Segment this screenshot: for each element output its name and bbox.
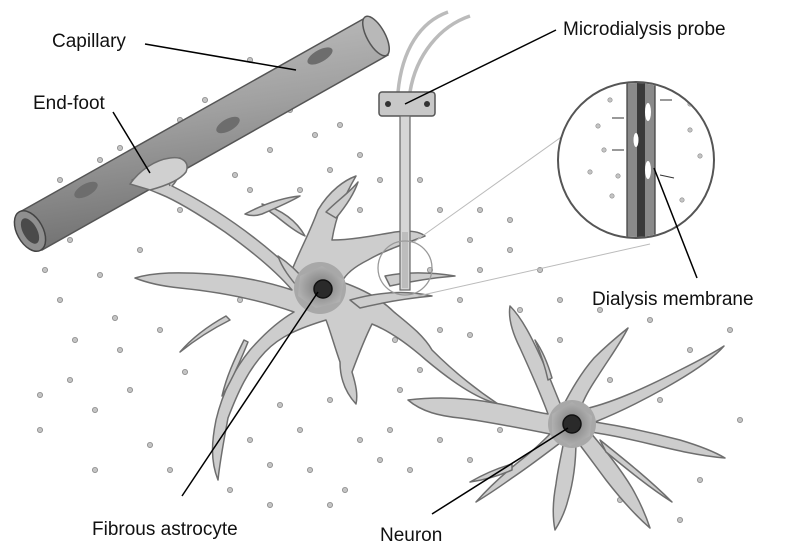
particle-dot <box>387 427 392 432</box>
particle-dot <box>497 427 502 432</box>
fibrous-astrocyte <box>132 158 498 480</box>
particle-dot <box>342 487 347 492</box>
particle-dot <box>67 377 72 382</box>
particle-dot <box>137 247 142 252</box>
particle-dot <box>202 97 207 102</box>
microdialysis-probe-label: Microdialysis probe <box>563 20 726 39</box>
particle-dot <box>297 427 302 432</box>
particle-dot <box>437 437 442 442</box>
particle-dot <box>377 457 382 462</box>
microdialysis-probe <box>378 12 470 295</box>
particle-dot <box>227 487 232 492</box>
particle-dot <box>182 369 187 374</box>
particle-dot <box>407 467 412 472</box>
particle-dot <box>97 157 102 162</box>
particle-dot <box>687 347 692 352</box>
probe-leader <box>405 30 556 104</box>
particle-dot <box>517 307 522 312</box>
particle-dot <box>457 297 462 302</box>
particle-dot <box>72 337 77 342</box>
particle-dot <box>327 397 332 402</box>
particle-dot <box>167 467 172 472</box>
particle-dot <box>232 172 237 177</box>
particle-dot <box>267 502 272 507</box>
particle-dot <box>157 327 162 332</box>
capillary-leader <box>145 44 296 70</box>
particle-dot <box>67 237 72 242</box>
particle-dot <box>507 217 512 222</box>
fibrous-astrocyte-label: Fibrous astrocyte <box>92 520 238 539</box>
particle-dot <box>437 327 442 332</box>
particle-dot <box>357 207 362 212</box>
particle-dot <box>557 337 562 342</box>
particle-dot <box>117 347 122 352</box>
particle-dot <box>357 437 362 442</box>
particle-dot <box>267 147 272 152</box>
neuron-leader <box>432 428 568 514</box>
particle-dot <box>112 315 117 320</box>
particle-dot <box>97 272 102 277</box>
end-foot-label: End-foot <box>33 94 105 113</box>
particle-dot <box>327 502 332 507</box>
particle-dot <box>267 462 272 467</box>
particle-dot <box>397 387 402 392</box>
particle-dot <box>377 177 382 182</box>
particle-dot <box>437 207 442 212</box>
particle-dot <box>57 297 62 302</box>
neuron <box>408 306 725 530</box>
particle-dot <box>357 152 362 157</box>
particle-dot <box>677 517 682 522</box>
particle-dot <box>117 145 122 150</box>
particle-dot <box>327 167 332 172</box>
particle-dot <box>417 367 422 372</box>
particle-dot <box>307 467 312 472</box>
particle-dot <box>507 247 512 252</box>
particle-dot <box>467 332 472 337</box>
particle-dot <box>467 237 472 242</box>
particle-dot <box>657 397 662 402</box>
particle-dot <box>277 402 282 407</box>
particle-dot <box>247 187 252 192</box>
particle-dot <box>477 267 482 272</box>
particle-dot <box>727 327 732 332</box>
particle-dot <box>417 177 422 182</box>
particle-dot <box>337 122 342 127</box>
capillary-label: Capillary <box>52 32 126 51</box>
particle-dot <box>647 317 652 322</box>
particle-dot <box>42 267 47 272</box>
particle-dot <box>697 477 702 482</box>
particle-dot <box>57 177 62 182</box>
particle-dot <box>177 207 182 212</box>
magnified-membrane-lens <box>414 70 714 296</box>
astrocyte-leader <box>182 292 318 496</box>
neuron-label: Neuron <box>380 526 442 545</box>
particle-dot <box>37 392 42 397</box>
particle-dot <box>37 427 42 432</box>
particle-dot <box>297 187 302 192</box>
particle-dot <box>312 132 317 137</box>
particle-dot <box>557 297 562 302</box>
particle-dot <box>92 467 97 472</box>
particle-dot <box>607 377 612 382</box>
particle-dot <box>127 387 132 392</box>
dialysis-membrane-label: Dialysis membrane <box>592 290 754 309</box>
particle-dot <box>737 417 742 422</box>
particle-dot <box>477 207 482 212</box>
particle-dot <box>247 437 252 442</box>
particle-dot <box>92 407 97 412</box>
particle-dot <box>147 442 152 447</box>
particle-dot <box>467 457 472 462</box>
